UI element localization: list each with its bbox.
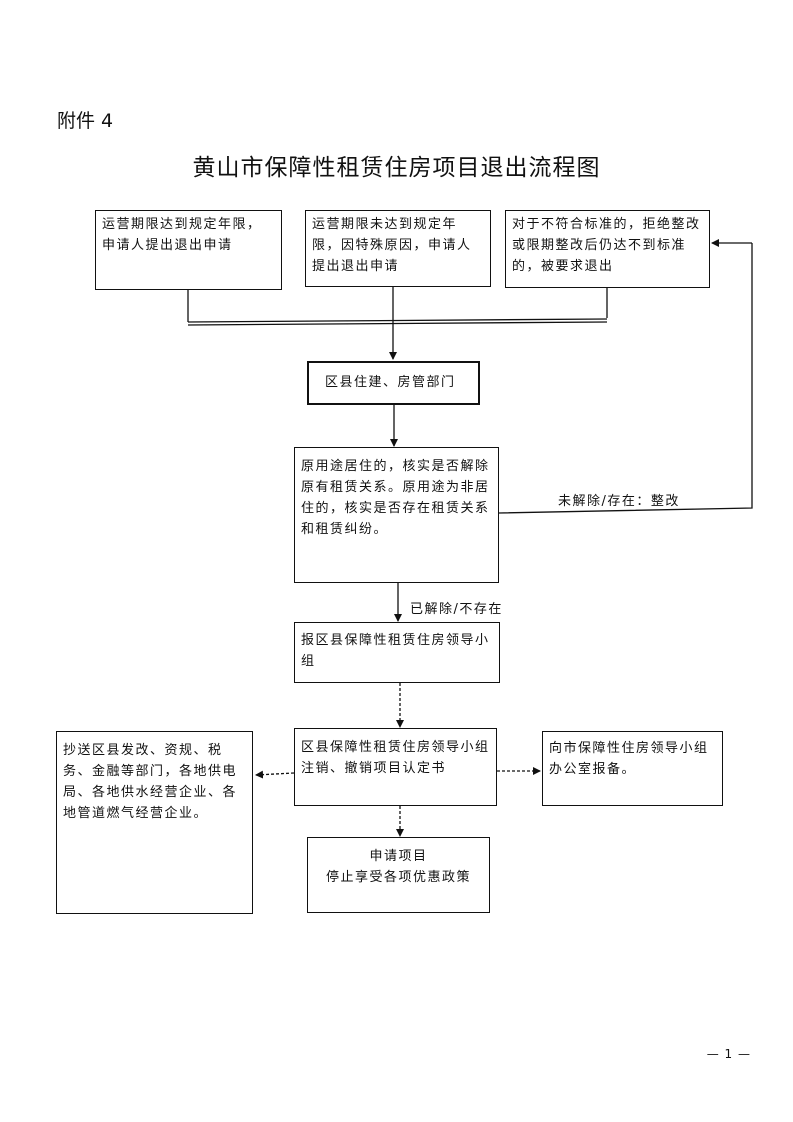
stop-line-2: 停止享受各项优惠政策 [325, 870, 471, 885]
page-title: 黄山市保障性租赁住房项目退出流程图 [192, 155, 601, 181]
box-stop-benefits: 申请项目 停止享受各项优惠政策 [307, 837, 490, 913]
box-verify: 原用途居住的，核实是否解除原有租赁关系。原用途为非居住的，核实是否存在租赁关系和… [294, 447, 499, 583]
box-early-exit: 运营期限未达到规定年限，因特殊原因，申请人提出退出申请 [305, 210, 491, 287]
page-number: — 1 — [706, 1047, 751, 1061]
attachment-label: 附件 4 [57, 110, 114, 132]
stop-line-1: 申请项目 [369, 849, 428, 864]
box-city-report: 向市保障性住房领导小组办公室报备。 [542, 731, 723, 806]
box-copy-to: 抄送区县发改、资规、税务、金融等部门，各地供电局、各地供水经营企业、各地管道燃气… [56, 731, 253, 914]
arrow-to-copy [255, 770, 295, 779]
box-cancel: 区县保障性租赁住房领导小组注销、撤销项目认定书 [294, 728, 497, 806]
label-not-resolved: 未解除/存在：整改 [558, 494, 680, 509]
label-resolved: 已解除/不存在 [410, 602, 503, 617]
box-county-dept: 区县住建、房管部门 [307, 361, 480, 405]
box-report: 报区县保障性租赁住房领导小组 [294, 622, 500, 683]
merge-line [187, 318, 608, 323]
loop-line [498, 243, 753, 514]
box-expiry-exit: 运营期限达到规定年限，申请人提出退出申请 [95, 210, 282, 290]
box-forced-exit: 对于不符合标准的，拒绝整改或限期整改后仍达不到标准的，被要求退出 [505, 210, 710, 288]
